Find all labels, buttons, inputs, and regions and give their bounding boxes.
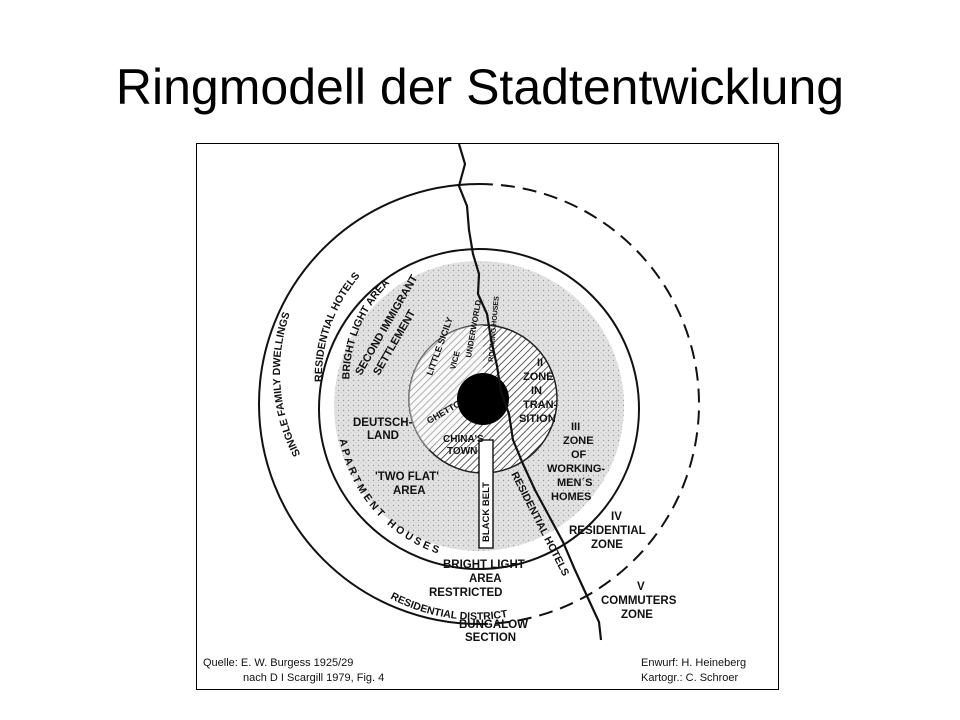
- label-section: SECTION: [465, 632, 516, 644]
- label-deutschland-1: DEUTSCH-: [353, 417, 413, 429]
- ring-i-cbd: [457, 373, 509, 425]
- diagram-frame: SINGLE FAMILY DWELLINGS RESIDENTIAL HOTE…: [196, 143, 779, 690]
- label-town: TOWN: [447, 446, 477, 457]
- source-line-1: Quelle: E. W. Burgess 1925/29: [203, 657, 353, 669]
- label-ring3-working: WORKING-: [547, 463, 605, 475]
- label-ring5-zone: ZONE: [621, 609, 653, 621]
- ring-model-diagram: SINGLE FAMILY DWELLINGS RESIDENTIAL HOTE…: [203, 144, 746, 684]
- label-ring3-mens: MEN´S: [557, 477, 592, 489]
- label-ring3-of: OF: [571, 449, 587, 461]
- label-two-flat: 'TWO FLAT': [375, 471, 439, 483]
- label-ring4-residential: RESIDENTIAL: [569, 525, 646, 537]
- black-belt-strip: [478, 439, 494, 549]
- label-ring2-tran: TRAN-: [523, 399, 558, 411]
- label-deutschland-2: LAND: [367, 430, 399, 442]
- credit-line-2: Kartogr.: C. Schroer: [641, 672, 739, 684]
- slide-title: Ringmodell der Stadtentwicklung: [115, 59, 845, 115]
- label-two-flat-area: AREA: [393, 485, 426, 497]
- label-ring5-commuters: COMMUTERS: [601, 595, 677, 607]
- label-bright-light-area: AREA: [469, 573, 502, 585]
- river-line: [457, 144, 603, 641]
- label-ring3-zone: ZONE: [563, 435, 594, 447]
- label-bright-light-bottom: BRIGHT LIGHT: [443, 559, 525, 571]
- label-black-belt: BLACK BELT: [481, 482, 492, 542]
- label-chinas: CHINA'S: [443, 434, 484, 445]
- label-ring3-homes: HOMES: [551, 491, 591, 503]
- label-ring2-zone: ZONE: [523, 371, 554, 383]
- ring-v-boundary-solid: [258, 183, 480, 625]
- ring-ii-left-sector: [408, 324, 483, 450]
- label-ring4-numeral: IV: [611, 511, 622, 523]
- label-bungalow: BUNGALOW: [459, 619, 528, 631]
- label-ring5-numeral: V: [637, 581, 645, 593]
- label-ring3-numeral: III: [571, 421, 580, 433]
- source-line-2: nach D I Scargill 1979, Fig. 4: [243, 672, 384, 684]
- label-ring2-numeral: II: [537, 357, 543, 369]
- label-ring2-sition: SITION: [519, 413, 556, 425]
- ring-v-boundary-dashed: [478, 183, 700, 625]
- label-ring4-zone: ZONE: [591, 539, 623, 551]
- label-restricted: RESTRICTED: [429, 587, 502, 599]
- credit-line-1: Enwurf: H. Heineberg: [641, 657, 746, 669]
- label-ring2-in: IN: [531, 385, 542, 397]
- label-single-family: SINGLE FAMILY DWELLINGS: [271, 311, 303, 459]
